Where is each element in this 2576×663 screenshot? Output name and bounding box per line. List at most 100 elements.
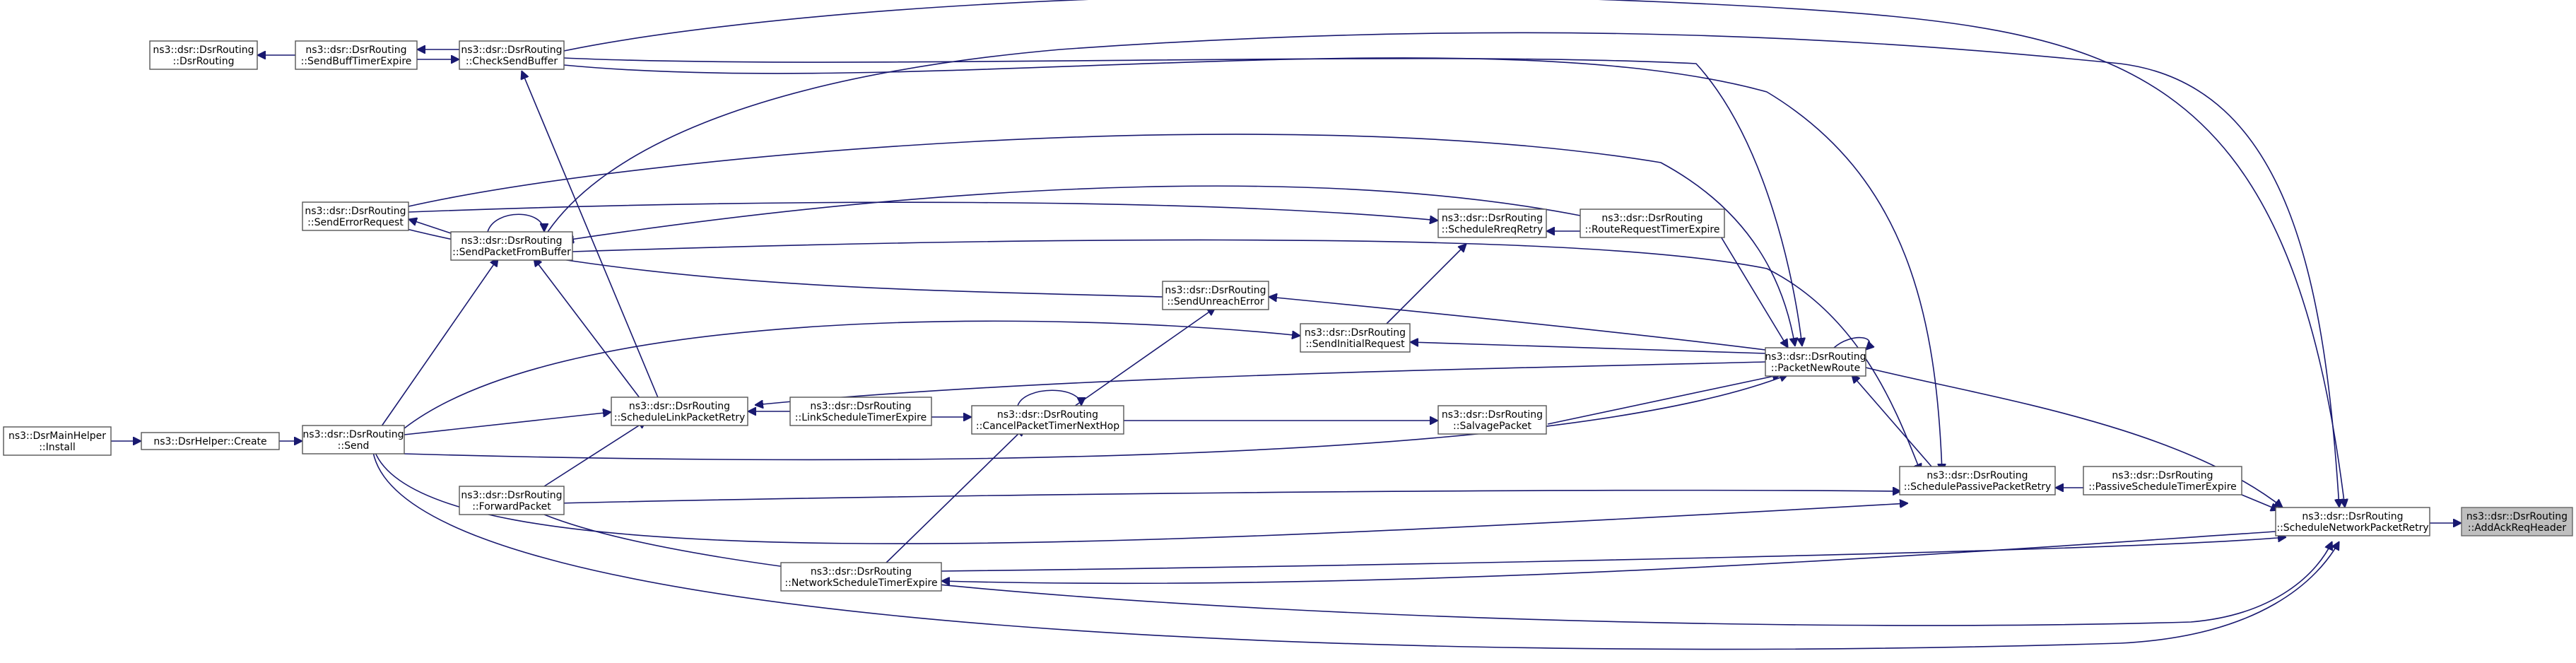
node-label-line: ns3::DsrHelper::Create bbox=[153, 436, 266, 447]
node-salvage-packet[interactable]: ns3::dsr::DsrRouting ::SalvagePacket bbox=[1437, 405, 1547, 435]
node-label-line: ns3::dsr::DsrRouting bbox=[810, 401, 911, 412]
edge-forward-schednet bbox=[543, 514, 2332, 626]
node-label-line: ns3::dsr::DsrRouting bbox=[2302, 511, 2403, 522]
edge-send-packetnewroute bbox=[404, 375, 1788, 461]
node-label-line: ns3::dsr::DsrRouting bbox=[2466, 511, 2568, 522]
edge-schedpassive-packetnewroute bbox=[1852, 375, 1937, 473]
edge-schednet-nettimer bbox=[941, 531, 2276, 583]
edge-send-sendfrombuffer bbox=[377, 258, 498, 432]
node-check-send-buffer[interactable]: ns3::dsr::DsrRouting ::CheckSendBuffer bbox=[459, 40, 565, 70]
edge-forward-schedlink bbox=[543, 421, 647, 487]
edge-send-schednet bbox=[372, 452, 2340, 650]
edges bbox=[111, 0, 2462, 650]
node-route-request-timer-expire[interactable]: ns3::dsr::DsrRouting ::RouteRequestTimer… bbox=[1580, 209, 1725, 238]
node-label-line: ns3::dsr::DsrRouting bbox=[305, 206, 406, 217]
edge-passivetimer-schednet bbox=[2241, 494, 2279, 510]
node-passive-schedule-timer-expire[interactable]: ns3::dsr::DsrRouting ::PassiveScheduleTi… bbox=[2083, 466, 2242, 495]
nodes: ns3::dsr::DsrRouting ::AddAckReqHeader n… bbox=[3, 40, 2573, 592]
edge-packetnewroute-self bbox=[1833, 336, 1869, 350]
edge-checksend-schednet bbox=[563, 0, 2345, 507]
node-dsr-helper-create[interactable]: ns3::DsrHelper::Create bbox=[141, 432, 280, 450]
edge-sendfrombuffer-self bbox=[487, 213, 544, 233]
node-label-line: ::Install bbox=[39, 442, 76, 453]
node-send[interactable]: ns3::dsr::DsrRouting ::Send bbox=[302, 425, 405, 454]
node-label-line: ::RouteRequestTimerExpire bbox=[1585, 224, 1720, 235]
edge-packetnewroute-sendinitial bbox=[1410, 342, 1766, 354]
node-label-line: ::SendInitialRequest bbox=[1305, 339, 1405, 350]
node-label-line: ns3::dsr::DsrRouting bbox=[2112, 470, 2213, 481]
edge-send-sendinitial bbox=[404, 320, 1300, 429]
node-label-line: ns3::dsr::DsrRouting bbox=[1927, 470, 2028, 481]
node-cancel-packet-timer-next-hop[interactable]: ns3::dsr::DsrRouting ::CancelPacketTimer… bbox=[971, 405, 1124, 435]
edge-packetnewroute-sendunreach bbox=[1269, 297, 1766, 351]
edge-cancelnexthop-sendunreach bbox=[1074, 307, 1216, 407]
edge-sendfrombuffer-senderror bbox=[408, 219, 452, 234]
node-network-schedule-timer-expire[interactable]: ns3::dsr::DsrRouting ::NetworkScheduleTi… bbox=[780, 562, 942, 592]
node-label-line: ns3::dsr::DsrRouting bbox=[1765, 351, 1866, 363]
node-label-line: ::NetworkScheduleTimerExpire bbox=[784, 577, 937, 589]
node-label-line: ::PacketNewRoute bbox=[1771, 363, 1860, 374]
node-send-buff-timer-expire[interactable]: ns3::dsr::DsrRouting ::SendBuffTimerExpi… bbox=[295, 40, 418, 70]
node-schedule-rreq-retry[interactable]: ns3::dsr::DsrRouting ::ScheduleRreqRetry bbox=[1437, 209, 1547, 238]
edge-packetnewroute-schedlink bbox=[755, 361, 1766, 405]
edge-schedlink-sendfrombuffer bbox=[534, 258, 645, 405]
node-send-unreach-error[interactable]: ns3::dsr::DsrRouting ::SendUnreachError bbox=[1162, 281, 1269, 310]
edge-forward-schedpassive bbox=[558, 491, 1901, 504]
node-label-line: ns3::dsr::DsrRouting bbox=[461, 490, 562, 501]
edge-salvage-packetnewroute bbox=[1547, 375, 1781, 425]
node-label-line: ::SchedulePassivePacketRetry bbox=[1904, 481, 2052, 493]
node-label-line: ns3::dsr::DsrRouting bbox=[997, 409, 1098, 421]
edge-routereqtimer-packetnewroute bbox=[1710, 218, 1788, 348]
node-send-error-request[interactable]: ns3::dsr::DsrRouting ::SendErrorRequest bbox=[302, 201, 409, 231]
node-label-line: ::CancelPacketTimerNextHop bbox=[976, 421, 1119, 432]
edge-senderror-packetnewroute bbox=[408, 134, 1795, 346]
node-label-line: ns3::dsr::DsrRouting bbox=[305, 45, 406, 56]
node-dsr-routing-ctor[interactable]: ns3::dsr::DsrRouting ::DsrRouting bbox=[149, 40, 258, 70]
node-label-line: ns3::dsr::DsrRouting bbox=[153, 45, 254, 56]
edge-schedlink-checksend bbox=[522, 71, 661, 405]
node-label-line: ns3::dsr::DsrRouting bbox=[302, 429, 404, 440]
edge-send-schedpassive bbox=[374, 450, 1908, 544]
edge-nettimer-schednet bbox=[941, 537, 2286, 572]
edge-sendfrombuffer-schednet bbox=[547, 32, 2339, 507]
node-label-line: ::ForwardPacket bbox=[472, 501, 551, 512]
node-label-line: ns3::dsr::DsrRouting bbox=[461, 45, 562, 56]
node-label-line: ::SendErrorRequest bbox=[307, 217, 404, 228]
node-label-line: ::SendUnreachError bbox=[1167, 296, 1264, 307]
node-label-line: ns3::dsr::DsrRouting bbox=[1601, 213, 1702, 224]
node-label-line: ::SendBuffTimerExpire bbox=[301, 56, 412, 67]
node-label-line: ::ScheduleNetworkPacketRetry bbox=[2276, 522, 2428, 534]
node-label-line: ::AddAckReqHeader bbox=[2468, 522, 2566, 534]
node-send-initial-request[interactable]: ns3::dsr::DsrRouting ::SendInitialReques… bbox=[1300, 323, 1411, 353]
edge-senderror-schedrreq bbox=[408, 201, 1438, 221]
edge-send-schedlink bbox=[404, 412, 611, 435]
node-label-line: ns3::dsr::DsrRouting bbox=[1442, 409, 1543, 421]
node-label-line: ::PassiveScheduleTimerExpire bbox=[2088, 481, 2237, 493]
edge-sendfrombuffer-schedpassive bbox=[572, 239, 1921, 472]
node-label-line: ns3::dsr::DsrRouting bbox=[1305, 327, 1406, 339]
node-label-line: ::LinkScheduleTimerExpire bbox=[795, 412, 927, 423]
node-label-line: ::SendPacketFromBuffer bbox=[452, 247, 571, 258]
node-addack-req-header[interactable]: ns3::dsr::DsrRouting ::AddAckReqHeader bbox=[2461, 507, 2573, 536]
node-label-line: ns3::dsr::DsrRouting bbox=[811, 566, 912, 577]
node-schedule-link-packet-retry[interactable]: ns3::dsr::DsrRouting ::ScheduleLinkPacke… bbox=[611, 397, 748, 426]
node-forward-packet[interactable]: ns3::dsr::DsrRouting ::ForwardPacket bbox=[459, 486, 565, 515]
node-label-line: ::ScheduleLinkPacketRetry bbox=[614, 412, 745, 423]
node-label-line: ::ScheduleRreqRetry bbox=[1442, 224, 1543, 235]
edge-checksend-schedpassive bbox=[563, 57, 1942, 472]
node-dsr-main-helper-install[interactable]: ns3::DsrMainHelper ::Install bbox=[3, 426, 112, 456]
edge-routereqtimer-sendfrombuffer bbox=[565, 185, 1581, 240]
edge-cancelnexthop-self bbox=[1017, 389, 1081, 406]
node-label-line: ns3::dsr::DsrRouting bbox=[461, 235, 562, 247]
node-packet-new-route[interactable]: ns3::dsr::DsrRouting ::PacketNewRoute bbox=[1765, 347, 1866, 377]
node-label-line: ns3::dsr::DsrRouting bbox=[629, 401, 730, 412]
node-schedule-network-packet-retry[interactable]: ns3::dsr::DsrRouting ::ScheduleNetworkPa… bbox=[2275, 507, 2430, 536]
node-label-line: ::CheckSendBuffer bbox=[466, 56, 558, 67]
node-label-line: ns3::dsr::DsrRouting bbox=[1442, 213, 1543, 224]
node-schedule-passive-packet-retry[interactable]: ns3::dsr::DsrRouting ::SchedulePassivePa… bbox=[1899, 466, 2056, 495]
node-label-line: ::DsrRouting bbox=[173, 56, 235, 67]
node-link-schedule-timer-expire[interactable]: ns3::dsr::DsrRouting ::LinkScheduleTimer… bbox=[789, 397, 932, 426]
node-label-line: ::Send bbox=[338, 440, 370, 452]
node-send-packet-from-buffer[interactable]: ns3::dsr::DsrRouting ::SendPacketFromBuf… bbox=[450, 231, 573, 261]
